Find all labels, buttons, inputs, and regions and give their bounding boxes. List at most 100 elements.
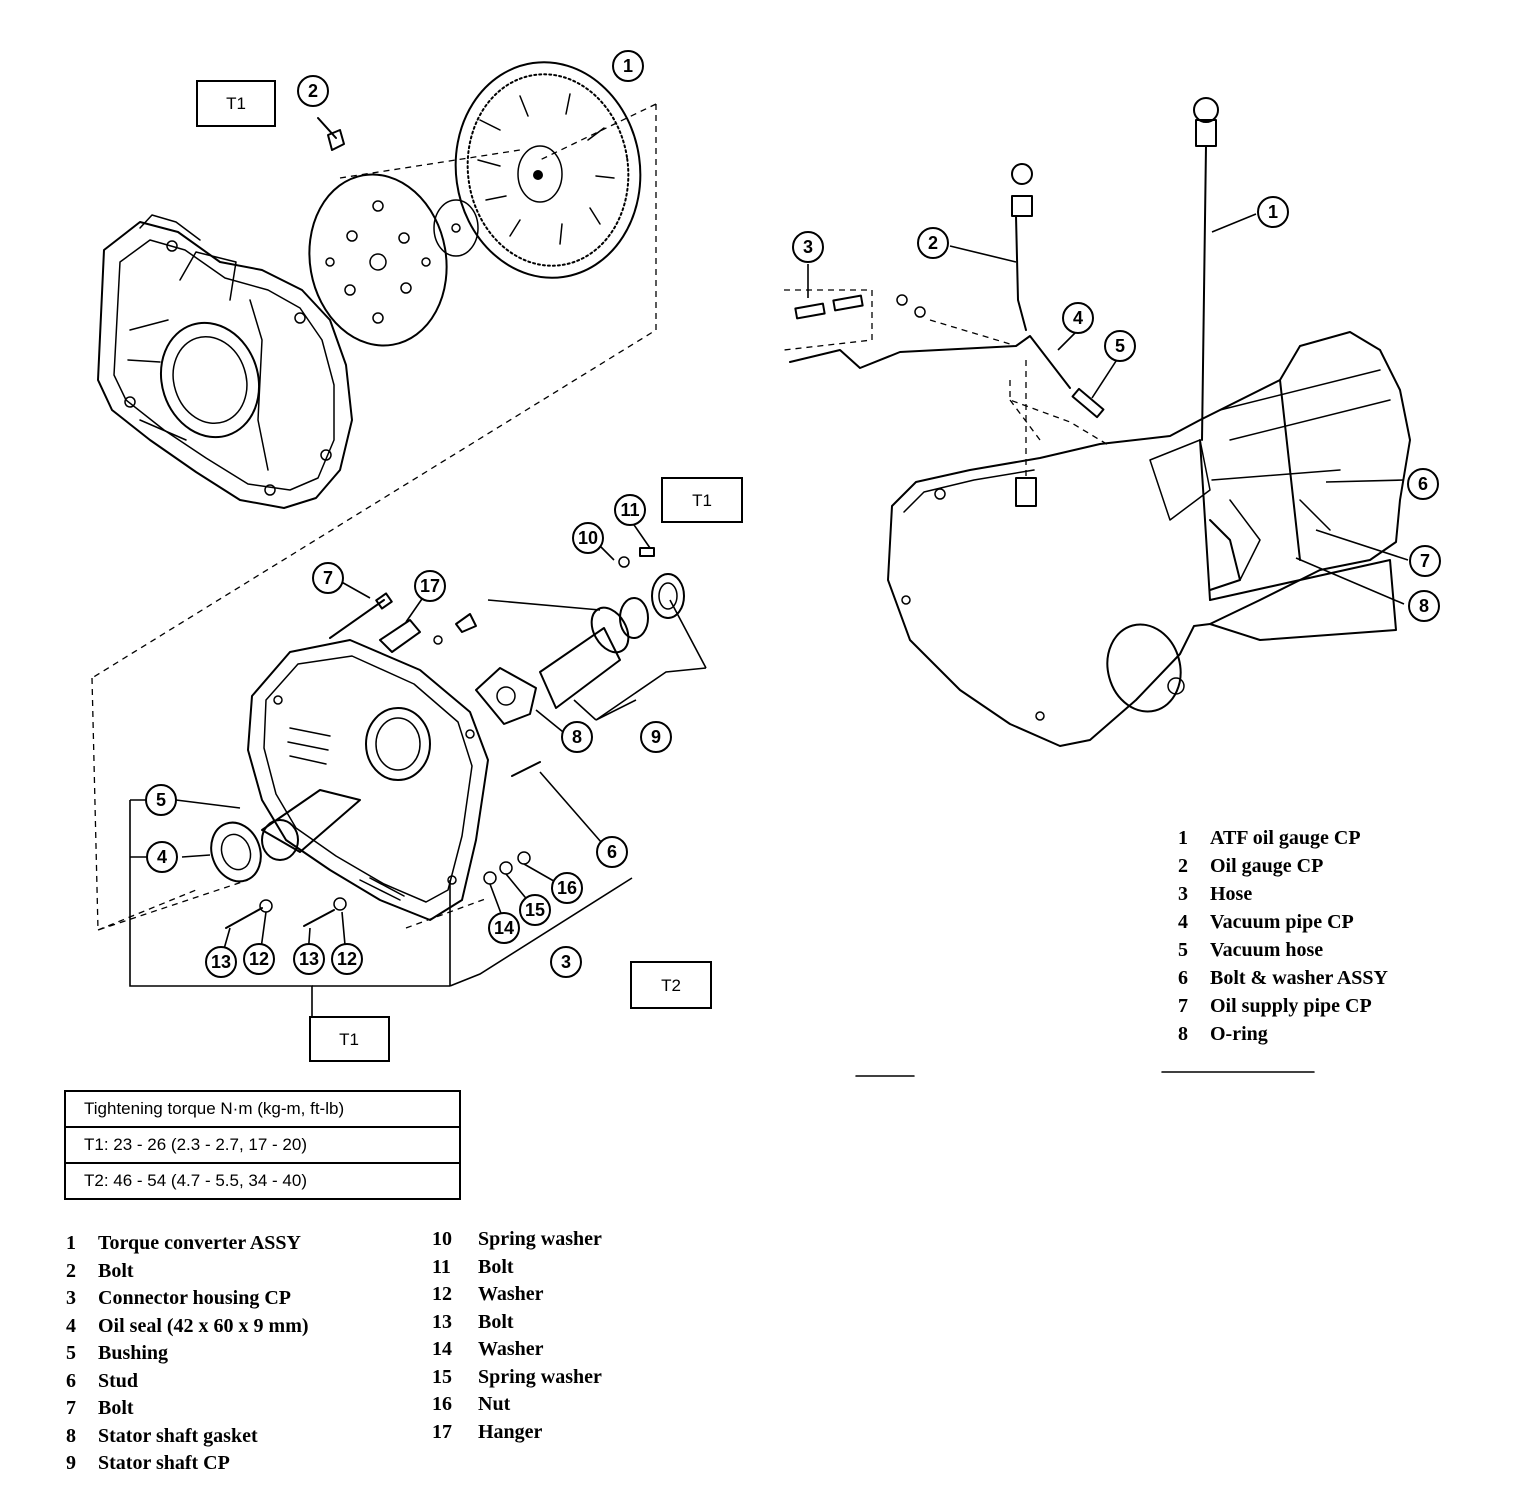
svg-text:17: 17 — [420, 576, 440, 596]
svg-text:6: 6 — [1418, 474, 1428, 494]
svg-text:9: 9 — [651, 727, 661, 747]
bracket-leaders-left — [129, 519, 707, 1018]
callout-left-1: 1 — [612, 50, 644, 82]
svg-text:7: 7 — [323, 568, 333, 588]
svg-text:T1: T1 — [339, 1030, 359, 1049]
callout-left-11: 11 — [614, 494, 646, 526]
alignment-lines-top — [91, 103, 657, 679]
torque-converter-drawing — [454, 61, 642, 279]
svg-text:16: 16 — [557, 878, 577, 898]
callout-left-10: 10 — [572, 522, 604, 554]
atf-dipstick-drawing — [1193, 97, 1219, 441]
drive-plate-drawing — [308, 173, 479, 347]
stator-shaft-drawing — [539, 573, 685, 709]
svg-text:6: 6 — [607, 842, 617, 862]
callout-right-2: 2 — [917, 227, 949, 259]
svg-text:8: 8 — [1419, 596, 1429, 616]
svg-text:2: 2 — [928, 233, 938, 253]
svg-text:1: 1 — [623, 56, 633, 76]
oil-gauge-drawing — [1011, 163, 1033, 331]
callout-left-14: 14 — [488, 912, 520, 944]
callout-left-12b: 12 — [331, 943, 363, 975]
callout-left-5: 5 — [145, 784, 177, 816]
svg-text:T1: T1 — [226, 94, 246, 113]
callout-left-7: 7 — [312, 562, 344, 594]
svg-text:2: 2 — [308, 81, 318, 101]
torque-tag-t2: T2 — [630, 961, 712, 1009]
oil-seal-drawing — [210, 821, 262, 883]
callout-left-13b: 13 — [293, 943, 325, 975]
connector-housing-drawing — [247, 639, 489, 921]
stator-gasket-drawing — [475, 667, 537, 725]
callout-left-9: 9 — [640, 721, 672, 753]
tightening-torque-table: Tightening torque N·m (kg-m, ft-lb) T1: … — [64, 1090, 461, 1200]
bolt-2-drawing — [317, 117, 345, 151]
svg-text:14: 14 — [494, 918, 514, 938]
svg-text:1: 1 — [1268, 202, 1278, 222]
svg-text:4: 4 — [1073, 308, 1083, 328]
torque-tag-t1-top: T1 — [196, 80, 276, 127]
svg-text:12: 12 — [337, 949, 357, 969]
torque-tag-t1-small: T1 — [661, 477, 743, 523]
svg-text:5: 5 — [1115, 336, 1125, 356]
torque-table-row-t2: T2: 46 - 54 (4.7 - 5.5, 34 - 40) — [66, 1162, 459, 1198]
callout-left-3: 3 — [550, 946, 582, 978]
callout-left-12a: 12 — [243, 943, 275, 975]
callout-right-8: 8 — [1408, 590, 1440, 622]
alignment-lines-bottom — [91, 677, 489, 931]
svg-text:13: 13 — [299, 949, 319, 969]
callout-right-3: 3 — [792, 231, 824, 263]
callout-right-6: 6 — [1407, 468, 1439, 500]
torque-tag-t1-bottom: T1 — [309, 1016, 390, 1062]
svg-text:10: 10 — [578, 528, 598, 548]
svg-text:T2: T2 — [661, 976, 681, 995]
torque-table-row-t1: T1: 23 - 26 (2.3 - 2.7, 17 - 20) — [66, 1126, 459, 1162]
callout-right-5: 5 — [1104, 330, 1136, 362]
svg-text:3: 3 — [561, 952, 571, 972]
transmission-housing-drawing — [97, 214, 353, 509]
callout-left-6: 6 — [596, 836, 628, 868]
svg-text:11: 11 — [620, 500, 639, 520]
callout-left-8: 8 — [561, 721, 593, 753]
svg-text:12: 12 — [249, 949, 269, 969]
callout-right-1: 1 — [1257, 196, 1289, 228]
callout-left-17: 17 — [414, 570, 446, 602]
alignment-lines-right — [783, 289, 1111, 478]
svg-text:7: 7 — [1420, 551, 1430, 571]
callout-left-15: 15 — [519, 894, 551, 926]
svg-text:4: 4 — [157, 847, 167, 867]
hoses-vacuum-pipe-drawing — [789, 294, 1105, 507]
callout-right-7: 7 — [1409, 545, 1441, 577]
stud-bolts-hardware-drawing — [225, 547, 655, 929]
svg-text:T1: T1 — [692, 491, 712, 510]
callout-left-4: 4 — [146, 841, 178, 873]
svg-text:5: 5 — [156, 790, 166, 810]
svg-text:13: 13 — [211, 952, 231, 972]
right-leaders — [807, 213, 1409, 605]
callout-right-4: 4 — [1062, 302, 1094, 334]
